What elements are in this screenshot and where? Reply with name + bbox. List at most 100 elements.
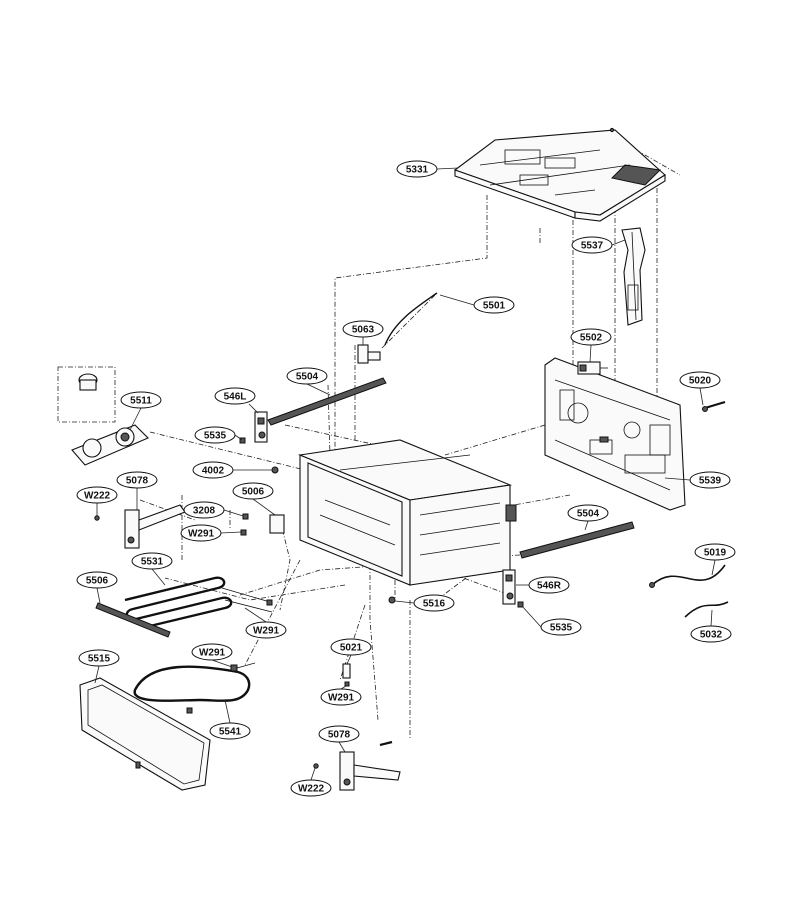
svg-text:5515: 5515	[88, 654, 111, 665]
callout-5531: 5531	[131, 552, 173, 570]
svg-text:4002: 4002	[202, 466, 225, 477]
svg-text:5539: 5539	[699, 476, 722, 487]
callout-5032: 5032	[690, 625, 732, 643]
svg-text:5021: 5021	[340, 643, 363, 654]
callout-5506: 5506	[76, 571, 118, 589]
svg-text:5078: 5078	[328, 730, 351, 741]
svg-text:5531: 5531	[141, 557, 164, 568]
svg-text:5020: 5020	[689, 376, 712, 387]
svg-text:546L: 546L	[224, 392, 247, 403]
svg-text:5019: 5019	[704, 548, 727, 559]
callout-5078-upper: 5078	[116, 471, 158, 489]
svg-text:546R: 546R	[537, 581, 562, 592]
callout-5516: 5516	[413, 594, 455, 612]
svg-text:5537: 5537	[581, 241, 604, 252]
part-5516	[388, 596, 396, 604]
screw-W222-upper	[94, 515, 100, 521]
callout-5537: 5537	[571, 236, 613, 254]
svg-text:5078: 5078	[126, 476, 149, 487]
svg-text:W222: W222	[298, 784, 325, 795]
hinge-546R	[502, 569, 524, 608]
svg-text:W222: W222	[84, 491, 111, 502]
rack-5506	[95, 602, 171, 638]
svg-text:5006: 5006	[242, 487, 265, 498]
callout-5504-lower: 5504	[567, 504, 609, 522]
svg-text:5063: 5063	[352, 325, 375, 336]
callout-W291-b: W291	[245, 621, 287, 639]
hinge-546L	[254, 411, 268, 443]
svg-text:5501: 5501	[483, 301, 506, 312]
callout-5019: 5019	[694, 543, 736, 561]
svg-text:W291: W291	[188, 529, 215, 540]
callouts: 5331 5537 5501 5063 5502 5504 546L 5020 …	[76, 160, 736, 797]
callout-W291-c: W291	[191, 643, 233, 661]
hinge-receiver-5078-lower	[339, 740, 401, 791]
broil-element-5541	[133, 662, 256, 714]
callout-546L: 546L	[214, 387, 256, 405]
wire-5032	[684, 601, 729, 618]
lamp-5511	[71, 373, 149, 466]
callout-W222-lower: W222	[290, 779, 332, 797]
svg-text:5516: 5516	[423, 599, 446, 610]
screw-W222-lower	[313, 763, 319, 769]
rail-5504-upper	[267, 377, 387, 426]
callout-5511: 5511	[120, 391, 162, 409]
callout-5078-lower: 5078	[318, 725, 360, 743]
bracket-5063	[357, 344, 381, 364]
svg-text:3208: 3208	[193, 506, 216, 517]
part-4002	[271, 466, 279, 474]
bracket-5021	[342, 663, 351, 687]
callout-5535-lower: 5535	[540, 618, 582, 636]
callout-W291-d: W291	[320, 688, 362, 706]
wire-5501	[384, 292, 438, 346]
callout-leaders	[94, 167, 716, 781]
hinge-receiver-5078-upper	[124, 504, 186, 549]
rail-5504-lower	[519, 521, 635, 559]
callout-5502: 5502	[570, 328, 612, 346]
svg-text:5502: 5502	[580, 333, 603, 344]
oven-cavity	[297, 439, 517, 586]
svg-text:5535: 5535	[204, 431, 227, 442]
callout-5504-upper: 5504	[286, 367, 328, 385]
svg-text:5506: 5506	[86, 576, 109, 587]
duct-5537	[621, 227, 646, 326]
callout-5063: 5063	[342, 320, 384, 338]
callout-5501: 5501	[473, 296, 515, 314]
part-5535-upper	[239, 437, 246, 444]
callout-W291-a: W291	[180, 524, 222, 542]
callout-4002: 4002	[192, 461, 234, 479]
svg-text:W291: W291	[253, 626, 280, 637]
wire-5019	[651, 564, 726, 586]
callout-5020: 5020	[679, 371, 721, 389]
svg-text:5504: 5504	[296, 372, 319, 383]
part-W291-a	[240, 529, 247, 536]
callout-5539: 5539	[689, 471, 731, 489]
svg-text:5504: 5504	[577, 509, 600, 520]
screw-W291-b	[266, 599, 273, 606]
callout-5331: 5331	[396, 160, 438, 178]
callout-5541: 5541	[209, 722, 251, 740]
back-panel-5539	[544, 357, 686, 511]
part-5006	[269, 514, 285, 534]
svg-text:5511: 5511	[130, 396, 152, 407]
door-frame-5515	[79, 677, 211, 791]
screw-5020	[702, 400, 726, 412]
callout-5006: 5006	[232, 482, 274, 500]
part-3208	[242, 513, 249, 520]
top-panel-5331	[453, 127, 666, 222]
callout-546R: 546R	[528, 576, 570, 594]
callout-W222-upper: W222	[76, 486, 118, 504]
callout-3208: 3208	[183, 501, 225, 519]
callout-5021: 5021	[330, 638, 372, 656]
sensor-5502	[577, 361, 608, 375]
callout-5535-upper: 5535	[194, 426, 236, 444]
svg-text:5331: 5331	[406, 165, 429, 176]
svg-text:5535: 5535	[550, 623, 573, 634]
heating-element-5531	[124, 576, 273, 628]
svg-text:W291: W291	[199, 648, 226, 659]
svg-text:5541: 5541	[219, 727, 242, 738]
callout-5515: 5515	[78, 649, 120, 667]
svg-text:5032: 5032	[700, 630, 723, 641]
svg-text:W291: W291	[328, 693, 355, 704]
